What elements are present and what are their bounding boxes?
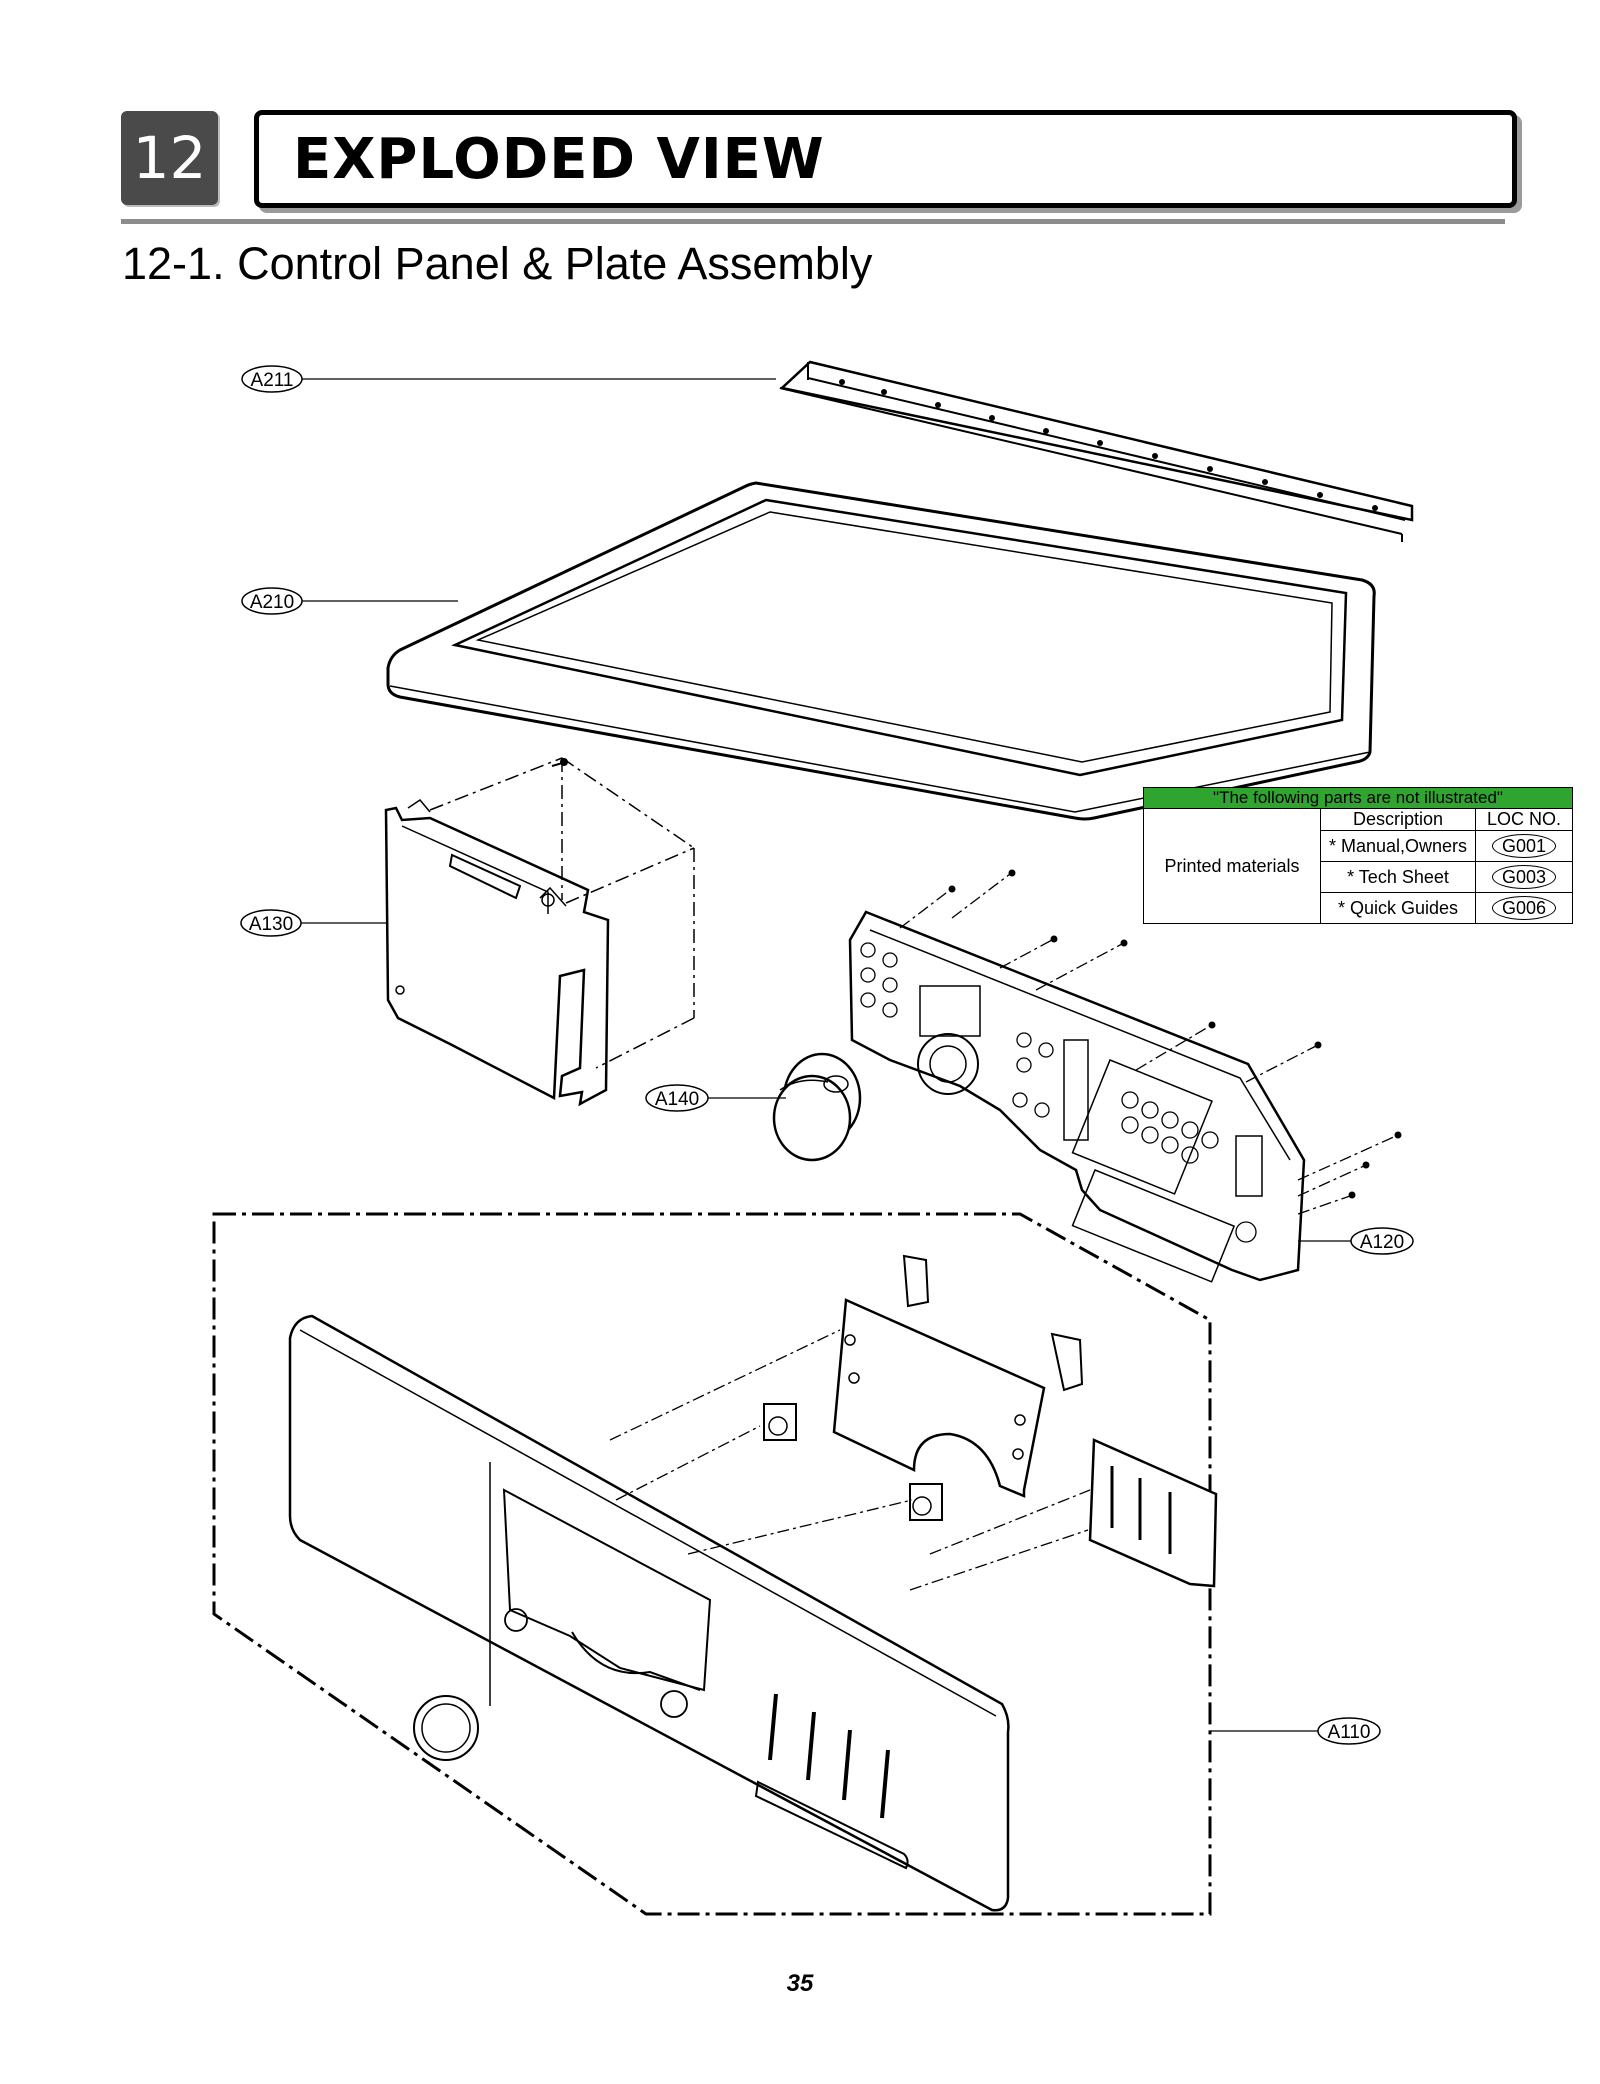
page-subtitle: 12-1. Control Panel & Plate Assembly bbox=[122, 238, 873, 289]
a110-sub-parts bbox=[609, 1254, 1218, 1591]
svg-text:A130: A130 bbox=[249, 914, 293, 935]
part-a130-drawer bbox=[384, 799, 610, 1107]
row-loc: G006 bbox=[1491, 896, 1557, 920]
svg-text:A211: A211 bbox=[251, 370, 294, 391]
callout-a120: A120 bbox=[1350, 1227, 1414, 1255]
callout-a211: A211 bbox=[241, 365, 303, 393]
table-col-loc: LOC NO. bbox=[1475, 808, 1573, 831]
callout-a130: A130 bbox=[240, 909, 302, 937]
a130-dashed-guide bbox=[429, 757, 695, 1069]
callout-leaders bbox=[300, 378, 1352, 1732]
row-loc-cell: G001 bbox=[1475, 830, 1573, 862]
table-heading: "The following parts are not illustrated… bbox=[1143, 787, 1573, 809]
svg-text:A110: A110 bbox=[1328, 1722, 1371, 1743]
part-a210-top-plate bbox=[386, 481, 1376, 821]
table-group-label: Printed materials bbox=[1143, 808, 1321, 924]
not-illustrated-parts-table: "The following parts are not illustrated… bbox=[1143, 787, 1573, 924]
callout-a210: A210 bbox=[241, 587, 303, 615]
row-loc: G003 bbox=[1491, 865, 1557, 889]
part-a110-control-panel bbox=[288, 1314, 1010, 1912]
row-description: * Tech Sheet bbox=[1320, 861, 1476, 893]
row-loc: G001 bbox=[1491, 834, 1557, 858]
section-title: EXPLODED VIEW bbox=[293, 127, 825, 192]
section-title-box: EXPLODED VIEW bbox=[254, 110, 1517, 208]
row-description: * Manual,Owners bbox=[1320, 830, 1476, 862]
row-description: * Quick Guides bbox=[1320, 892, 1476, 924]
section-number-badge: 12 bbox=[121, 111, 218, 205]
svg-text:A210: A210 bbox=[250, 592, 294, 613]
svg-text:A120: A120 bbox=[1360, 1232, 1404, 1253]
a110-assembly-boundary bbox=[212, 1212, 1212, 1916]
table-row: * Manual,Owners G001 bbox=[1144, 830, 1573, 862]
part-a140-knob bbox=[772, 1052, 862, 1162]
svg-text:A140: A140 bbox=[655, 1089, 699, 1110]
callout-a110: A110 bbox=[1317, 1717, 1381, 1745]
a130-screw bbox=[551, 758, 568, 767]
callout-a140: A140 bbox=[645, 1084, 709, 1112]
table-col-description: Description bbox=[1320, 808, 1476, 831]
header-rule bbox=[121, 219, 1505, 224]
table-row: * Tech Sheet G003 bbox=[1144, 861, 1573, 893]
row-loc-cell: G003 bbox=[1475, 861, 1573, 893]
row-loc-cell: G006 bbox=[1475, 892, 1573, 924]
part-a211-bracket bbox=[779, 360, 1414, 542]
part-a120-pcb bbox=[848, 910, 1306, 1283]
a120-screws bbox=[899, 869, 1402, 1215]
page-number: 35 bbox=[786, 1970, 814, 1997]
table-row: * Quick Guides G006 bbox=[1144, 892, 1573, 924]
